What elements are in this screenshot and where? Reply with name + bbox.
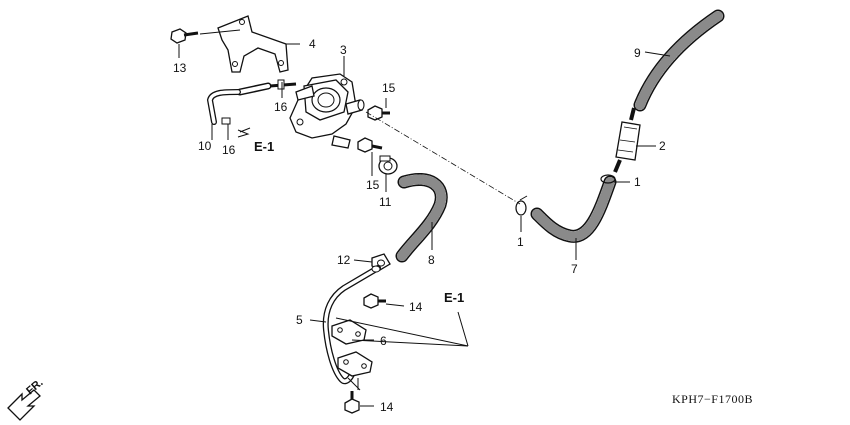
callout-11: 11 <box>379 195 392 209</box>
callout-15-upper: 15 <box>382 81 396 95</box>
leader-lines <box>178 29 671 407</box>
callout-7: 7 <box>571 262 578 276</box>
callout-12: 12 <box>337 253 351 267</box>
front-label: FR. <box>24 377 45 398</box>
callout-2: 2 <box>659 139 666 153</box>
arrow-e1-upper <box>237 129 250 138</box>
pipe-5 <box>322 265 381 385</box>
hose-8 <box>395 173 448 263</box>
front-arrow-icon <box>7 389 41 421</box>
clamp-11 <box>378 155 398 175</box>
clip-1-upper <box>600 174 616 184</box>
fuel-filter-2 <box>613 107 641 173</box>
reference-e1-upper: E-1 <box>254 139 274 154</box>
bolt-13 <box>170 28 199 44</box>
bolt-14-upper <box>363 293 386 309</box>
callout-15-lower: 15 <box>366 178 380 192</box>
clip-1-lower <box>515 195 528 216</box>
bolt-15-lower <box>357 137 383 153</box>
callout-13: 13 <box>173 61 187 75</box>
reference-e1-lower: E-1 <box>444 290 464 305</box>
upper-small-hose <box>236 79 297 96</box>
callout-3: 3 <box>340 43 347 57</box>
callout-9: 9 <box>634 46 641 60</box>
bracket-4 <box>217 15 289 73</box>
callout-10: 10 <box>198 139 212 153</box>
callout-16-lower: 16 <box>222 143 236 157</box>
hose-7 <box>530 175 617 243</box>
callout-8: 8 <box>428 253 435 267</box>
callout-16-upper: 16 <box>274 100 288 114</box>
callout-6: 6 <box>380 334 387 348</box>
callout-5: 5 <box>296 313 303 327</box>
callout-4: 4 <box>309 37 316 51</box>
callout-14-upper: 14 <box>409 300 423 314</box>
callout-1-upper: 1 <box>634 175 641 189</box>
callout-1-lower: 1 <box>517 235 524 249</box>
pipe-10 <box>206 89 241 125</box>
hose-9 <box>633 9 725 112</box>
callout-14-lower: 14 <box>380 400 394 414</box>
bolt-15-upper <box>367 105 390 121</box>
diagram-code: KPH7−F1700B <box>672 392 753 406</box>
valve-3 <box>289 73 365 149</box>
bolt-14-lower <box>344 391 360 414</box>
flange-6-lower <box>337 351 373 377</box>
